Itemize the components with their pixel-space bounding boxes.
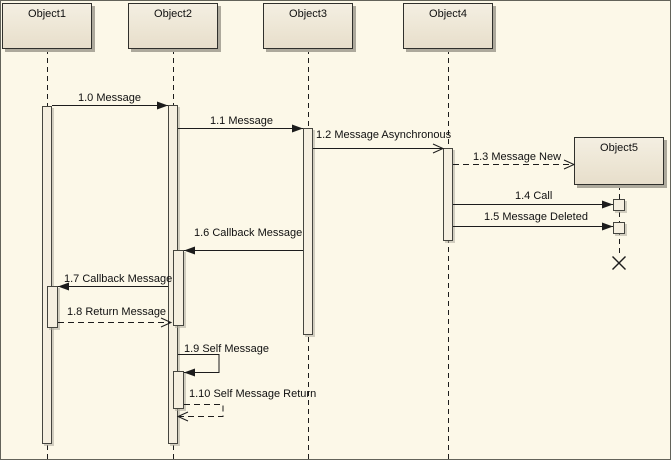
object-name: Object2 <box>154 8 192 20</box>
message-label[interactable]: 1.5 Message Deleted <box>484 211 588 223</box>
filled-arrowhead-icon <box>602 222 613 231</box>
message-label[interactable]: 1.7 Callback Message <box>64 273 173 285</box>
object-box-object1[interactable]: Object1 <box>2 3 92 49</box>
message-1-8[interactable] <box>58 317 173 328</box>
message-label[interactable]: 1.8 Return Message <box>67 306 167 318</box>
object-box-object3[interactable]: Object3 <box>263 3 353 49</box>
message-label[interactable]: 1.1 Message <box>210 115 273 127</box>
activation-bar-object1[interactable] <box>47 286 58 328</box>
activation-bar-object2[interactable] <box>173 371 184 409</box>
message-label[interactable]: 1.6 Callback Message <box>194 227 303 239</box>
message-label[interactable]: 1.4 Call <box>515 190 553 202</box>
filled-arrowhead-icon <box>157 101 168 110</box>
open-arrowhead-icon <box>176 411 189 422</box>
object-name: Object4 <box>429 8 467 20</box>
message-1-5[interactable] <box>453 222 613 231</box>
activation-bar-object1[interactable] <box>42 106 52 444</box>
object-box-object4[interactable]: Object4 <box>403 3 493 49</box>
message-label[interactable]: 1.3 Message New <box>473 151 562 163</box>
object-name: Object5 <box>600 142 638 154</box>
object-box-object5[interactable]: Object5 <box>574 137 664 185</box>
object-name: Object1 <box>28 8 66 20</box>
activation-bar-object2[interactable] <box>173 250 184 326</box>
activation-bar-object5[interactable] <box>613 199 625 211</box>
activation-bar-object4[interactable] <box>443 148 453 241</box>
filled-arrowhead-icon <box>184 246 195 255</box>
message-label[interactable]: 1.0 Message <box>78 92 141 104</box>
message-1-6[interactable] <box>184 246 303 255</box>
message-label[interactable]: 1.10 Self Message Return <box>189 388 317 400</box>
activation-bar-object3[interactable] <box>303 128 313 335</box>
message-1-2[interactable] <box>313 143 445 154</box>
object-box-object2[interactable]: Object2 <box>128 3 218 49</box>
filled-arrowhead-icon <box>602 200 613 209</box>
self-message-1-10[interactable] <box>176 404 224 422</box>
filled-arrowhead-icon <box>184 368 195 377</box>
message-label[interactable]: 1.2 Message Asynchronous <box>316 129 452 141</box>
open-arrowhead-icon <box>563 159 576 170</box>
termination-x-icon <box>612 256 626 270</box>
filled-arrowhead-icon <box>292 124 303 133</box>
object-name: Object3 <box>289 8 327 20</box>
message-label[interactable]: 1.9 Self Message <box>184 343 269 355</box>
self-message-1-9[interactable] <box>178 354 220 377</box>
open-arrowhead-icon <box>432 143 445 154</box>
activation-bar-object5[interactable] <box>613 222 625 234</box>
